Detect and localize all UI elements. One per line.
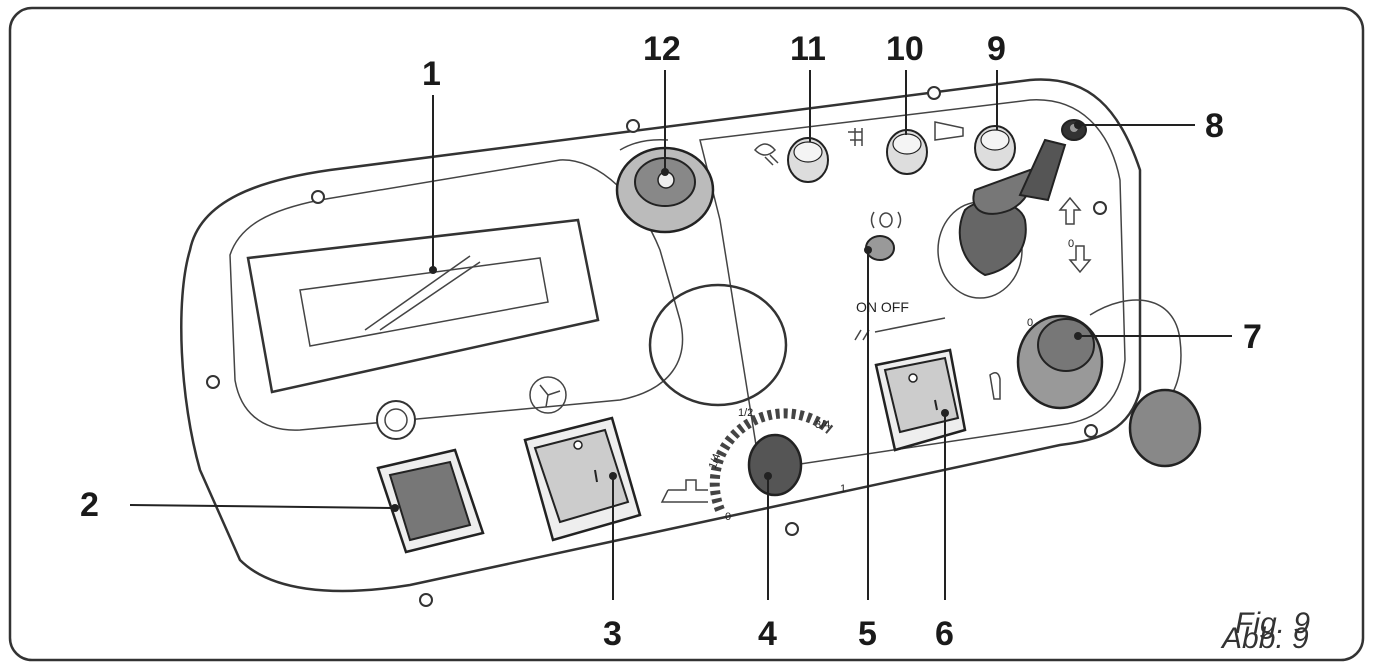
panel-screws (206, 86, 1107, 607)
beacon-light-icon (848, 128, 863, 146)
panel-upper-recess (699, 99, 1126, 471)
callout-9: 9 (987, 30, 1006, 68)
callout-8: 8 (1205, 107, 1224, 145)
callout-leader-lines (129, 70, 1232, 600)
callout-7: 7 (1243, 318, 1262, 356)
callout-12: 12 (643, 30, 681, 68)
dial-scale-0: 0 (725, 511, 731, 523)
key-switch (989, 299, 1202, 468)
main-switch (376, 448, 485, 554)
callout-6: 6 (935, 615, 954, 653)
dial-scale-3-4: 3/4 (815, 419, 830, 431)
fan-rocker-switch (523, 416, 642, 542)
lcd-display (246, 218, 600, 394)
key-position-mark: 0 (1027, 317, 1033, 329)
figure-frame (8, 6, 1365, 662)
fan-icon (529, 376, 567, 414)
panel-inner-recess (229, 159, 684, 431)
panel-plate (180, 78, 1142, 593)
horn-icon (934, 121, 964, 141)
dial-scale-1-4: 1/4 (707, 452, 724, 470)
dial-scale-1: 1 (840, 483, 846, 495)
work-light-icon (753, 143, 779, 166)
figure-caption-fig: Fig. 9 (1235, 607, 1310, 640)
beacon-button (886, 129, 928, 175)
dosing-dial (660, 408, 834, 512)
callout-3: 3 (603, 615, 622, 653)
callout-5: 5 (858, 615, 877, 653)
callout-11: 11 (790, 30, 826, 68)
rocker-switch-label: ON OFF (856, 299, 909, 315)
callout-2: 2 (80, 486, 99, 524)
joystick-center-mark: 0 (1068, 238, 1074, 250)
horn-button (974, 125, 1016, 171)
dial-scale-1-2: 1/2 (738, 407, 753, 419)
callout-1: 1 (422, 55, 441, 93)
main-switch-indicator (376, 400, 416, 440)
blank-cutout (648, 283, 788, 407)
joystick-lever (937, 119, 1092, 299)
callout-4: 4 (758, 615, 777, 653)
figure-caption-abb: Abb. 9 (1220, 622, 1309, 655)
callout-10: 10 (886, 30, 924, 68)
rocker-switch-on-off (854, 317, 967, 452)
work-light-button (787, 137, 829, 183)
